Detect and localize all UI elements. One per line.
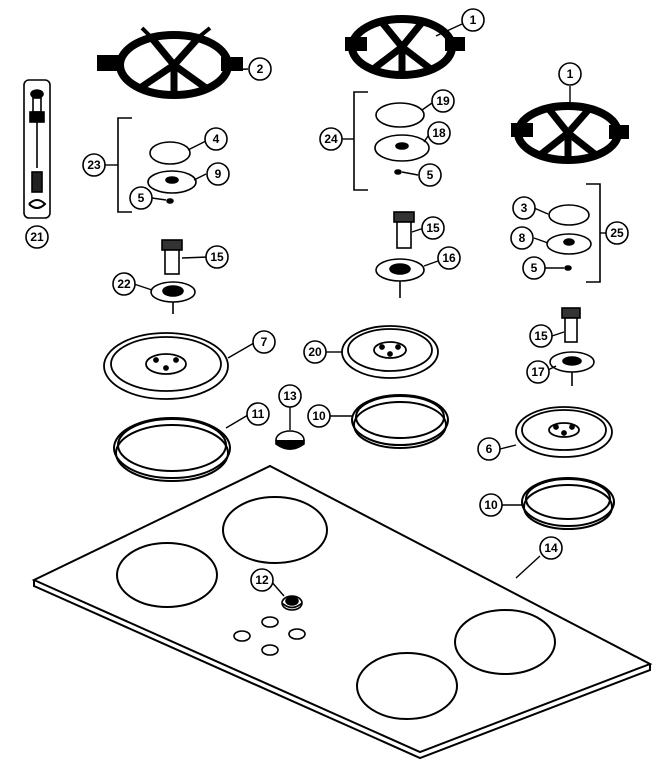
burner-opening-rear-right — [454, 609, 556, 675]
svg-text:15: 15 — [426, 221, 440, 235]
burner-grate-left — [97, 26, 243, 99]
svg-text:16: 16 — [442, 251, 456, 265]
callout-11: 11 — [246, 402, 270, 426]
callout-1-center: 1 — [461, 8, 485, 32]
trim-ring-10-center — [351, 394, 449, 449]
callout-10-right: 10 — [479, 493, 503, 517]
svg-text:19: 19 — [436, 94, 450, 108]
burner-base-left — [150, 281, 196, 314]
burner-cap-group-23 — [117, 117, 197, 213]
svg-text:1: 1 — [470, 13, 477, 27]
callout-3: 3 — [512, 196, 536, 220]
svg-text:12: 12 — [255, 573, 269, 587]
drip-pan-7 — [103, 332, 229, 400]
svg-text:23: 23 — [87, 158, 101, 172]
drip-pan-6 — [515, 406, 613, 458]
svg-text:10: 10 — [312, 409, 326, 423]
callout-21: 21 — [25, 225, 49, 249]
burner-orifice-left — [161, 239, 183, 275]
burner-orifice-right — [561, 307, 581, 343]
callout-8: 8 — [510, 226, 534, 250]
callout-4: 4 — [204, 127, 228, 151]
burner-base-right — [549, 351, 595, 386]
callout-20: 20 — [303, 340, 327, 364]
callout-15-right: 15 — [529, 324, 553, 348]
svg-text:13: 13 — [283, 389, 297, 403]
control-knob-holes — [233, 616, 306, 656]
callout-5-center: 5 — [418, 163, 442, 187]
callouts: 1 1 2 3 4 5 5 5 6 7 8 9 10 10 11 12 13 1… — [25, 8, 629, 592]
burner-base-center — [375, 258, 425, 298]
callout-25: 25 — [605, 221, 629, 245]
burner-opening-front-right — [356, 652, 458, 720]
callout-19: 19 — [431, 89, 455, 113]
svg-text:17: 17 — [531, 365, 545, 379]
svg-text:1: 1 — [567, 67, 574, 81]
igniter-switch-part-12 — [281, 595, 303, 611]
burner-opening-front-left — [116, 542, 218, 608]
drip-pan-20 — [341, 325, 439, 379]
svg-text:25: 25 — [610, 226, 624, 240]
callout-10-center: 10 — [307, 404, 331, 428]
svg-text:5: 5 — [531, 261, 538, 275]
svg-text:10: 10 — [484, 498, 498, 512]
svg-text:22: 22 — [117, 277, 131, 291]
callout-24: 24 — [319, 127, 343, 151]
callout-22: 22 — [112, 272, 136, 296]
callout-13: 13 — [278, 384, 302, 408]
svg-text:8: 8 — [519, 231, 526, 245]
svg-text:24: 24 — [324, 132, 338, 146]
svg-text:14: 14 — [544, 541, 558, 555]
svg-text:18: 18 — [432, 126, 446, 140]
burner-grate-right — [511, 102, 629, 164]
burner-opening-rear-left — [222, 496, 328, 564]
callout-7: 7 — [252, 330, 276, 354]
burner-grate-center — [345, 15, 465, 79]
svg-text:11: 11 — [252, 407, 265, 421]
trim-ring-11 — [113, 417, 231, 482]
spark-electrode-part-21 — [23, 79, 51, 219]
burner-cap-group-24 — [353, 91, 430, 191]
svg-text:21: 21 — [30, 230, 44, 244]
svg-text:5: 5 — [138, 191, 145, 205]
trim-ring-10-right — [521, 477, 615, 530]
callout-1-right: 1 — [558, 62, 582, 86]
callout-18: 18 — [427, 121, 451, 145]
callout-15-center: 15 — [421, 216, 445, 240]
leader-lines — [102, 23, 606, 597]
callout-2: 2 — [248, 57, 272, 81]
svg-text:4: 4 — [213, 132, 220, 146]
knob-part-13 — [275, 430, 305, 450]
callout-6: 6 — [477, 437, 501, 461]
svg-text:3: 3 — [521, 201, 528, 215]
callout-5-right: 5 — [522, 256, 546, 280]
svg-text:7: 7 — [261, 335, 268, 349]
callout-16: 16 — [437, 246, 461, 270]
svg-text:15: 15 — [534, 329, 548, 343]
cooktop-glass-top — [31, 464, 653, 760]
svg-text:5: 5 — [427, 168, 434, 182]
svg-text:15: 15 — [210, 250, 224, 264]
burner-orifice-center — [393, 211, 415, 249]
svg-text:6: 6 — [486, 442, 493, 456]
svg-text:20: 20 — [308, 345, 322, 359]
callout-9: 9 — [206, 162, 230, 186]
callout-12: 12 — [250, 568, 274, 592]
callout-15-left: 15 — [205, 245, 229, 269]
svg-text:9: 9 — [215, 167, 222, 181]
callout-14: 14 — [539, 536, 563, 560]
callout-17: 17 — [526, 360, 550, 384]
callout-5-left: 5 — [129, 186, 153, 210]
callout-23: 23 — [82, 153, 106, 177]
svg-text:2: 2 — [257, 62, 264, 76]
